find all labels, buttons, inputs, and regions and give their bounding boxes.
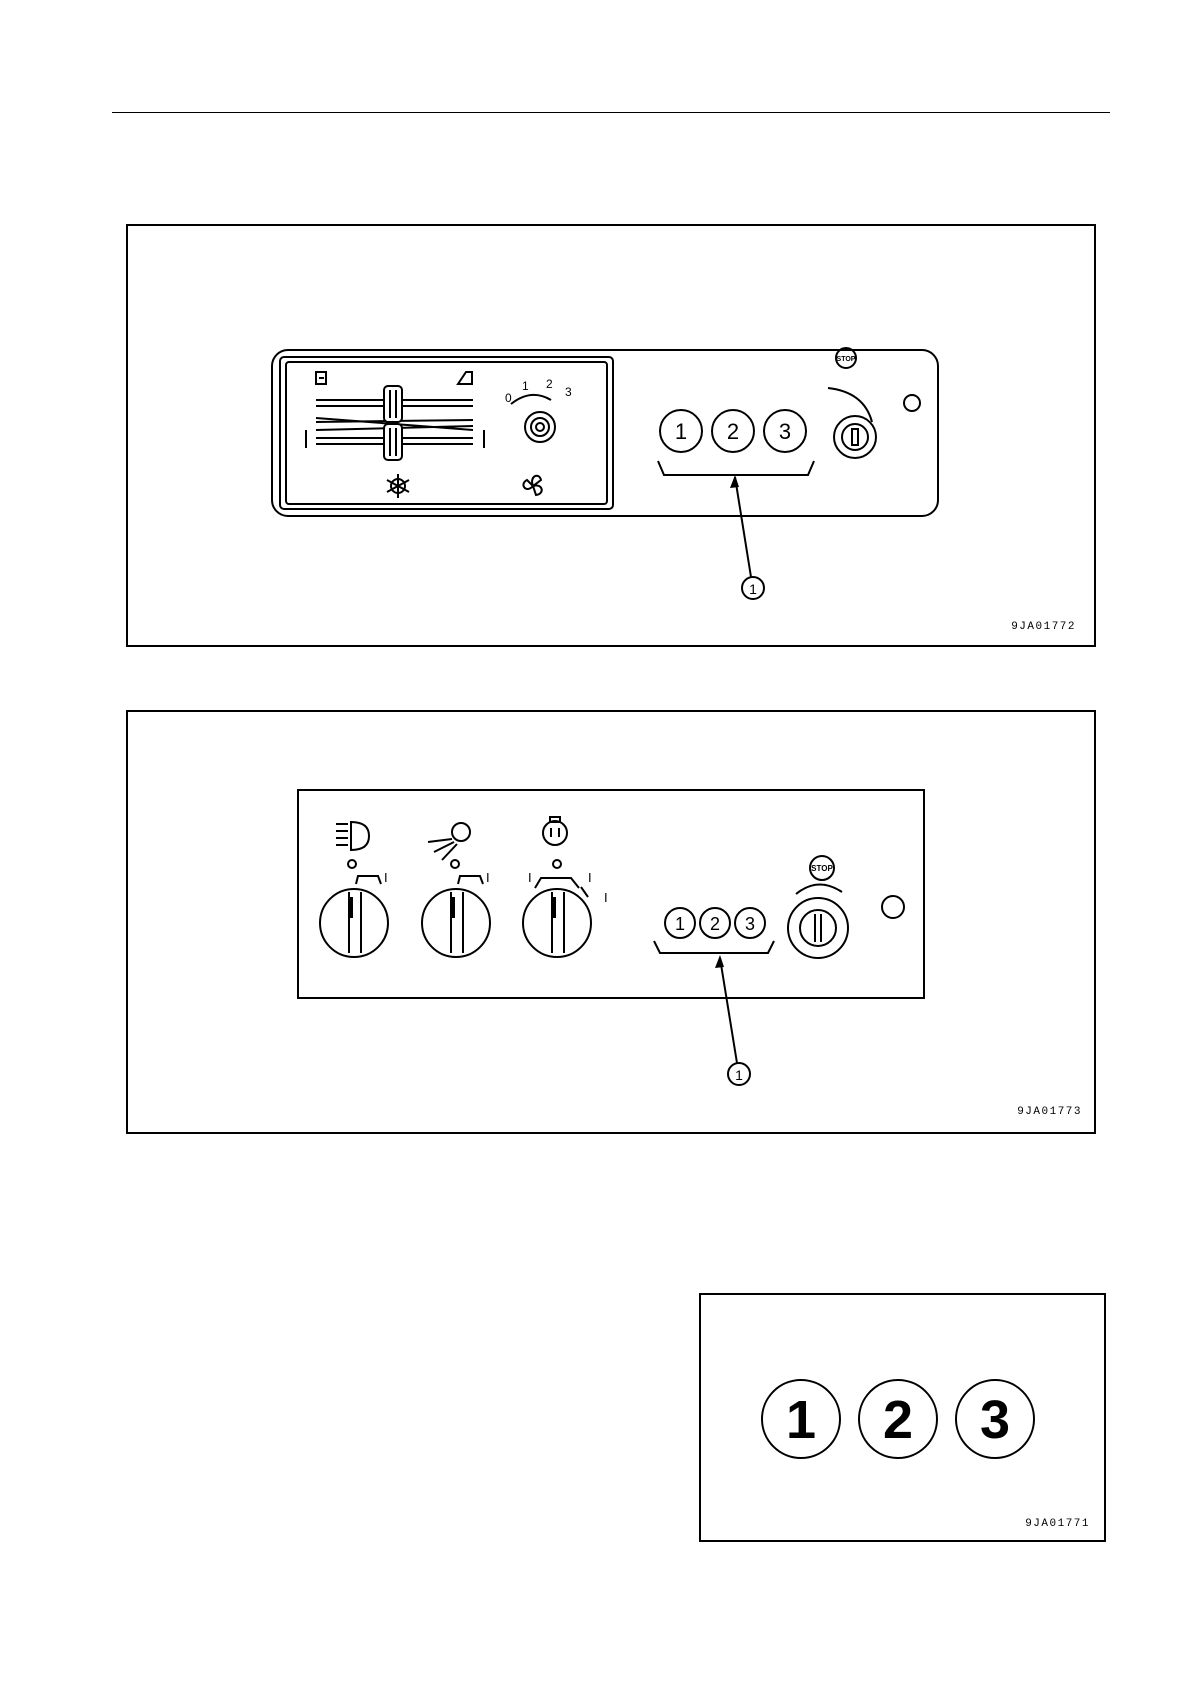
heater-subpanel	[280, 357, 613, 509]
slider-knob-upper	[384, 386, 402, 422]
key-switch	[788, 898, 848, 958]
header-rule	[112, 112, 1110, 113]
button-bracket	[658, 461, 814, 475]
mark-on-3c: I	[604, 890, 608, 905]
panel-outline	[272, 350, 938, 516]
button-3-label: 3	[745, 914, 755, 934]
scale-label-2: 2	[546, 377, 553, 391]
figure-switch-panel: I I I I I 1 2 3 STOP 1 9JA01773	[126, 710, 1096, 1134]
mark-on-3b: I	[588, 870, 592, 885]
scale-label-1: 1	[522, 379, 529, 393]
stop-label: STOP	[837, 356, 856, 363]
key-arc	[796, 884, 842, 894]
panel-outline	[298, 790, 924, 998]
callout-leader	[735, 477, 751, 577]
headlamp-icon	[336, 822, 369, 850]
mark-on-1: I	[384, 870, 388, 885]
legend-button-3-label: 3	[980, 1390, 1010, 1450]
figure-code: 9JA01772	[1011, 621, 1076, 633]
button-3-label: 3	[779, 419, 791, 444]
rotary-switch-worklamp	[422, 889, 490, 957]
switch-panel-drawing: I I I I I 1 2 3 STOP 1	[128, 712, 1098, 1136]
figure-code: 9JA01773	[1017, 1106, 1082, 1118]
figure-code: 9JA01771	[1025, 1518, 1090, 1530]
callout-number: 1	[735, 1067, 743, 1083]
callout-arrowhead	[715, 955, 724, 968]
button-bracket	[654, 941, 774, 953]
work-lamp-icon	[428, 823, 470, 860]
rotary-switch-headlamp	[320, 889, 388, 957]
button-1-label: 1	[675, 914, 685, 934]
button-2-label: 2	[727, 419, 739, 444]
key-switch	[834, 416, 876, 458]
snowflake-icon	[387, 474, 409, 498]
mark-on-2: I	[486, 870, 490, 885]
callout-leader	[720, 958, 737, 1063]
button-legend-drawing: 1 2 3	[701, 1295, 1108, 1544]
cab-icon	[458, 372, 472, 384]
mark-on-3a: I	[528, 870, 532, 885]
heater-panel-drawing: 0 1 2 3 1 2 3 STOP 1	[128, 226, 1098, 649]
fan-speed-dial	[525, 412, 555, 442]
rotary-switch-lamp	[523, 889, 591, 957]
figure-heater-panel: 0 1 2 3 1 2 3 STOP 1 9JA01772	[126, 224, 1096, 647]
stop-label: STOP	[811, 864, 833, 873]
button-2-label: 2	[710, 914, 720, 934]
figure-button-legend: 1 2 3 9JA01771	[699, 1293, 1106, 1542]
scale-label-0: 0	[505, 391, 512, 405]
scale-label-3: 3	[565, 385, 572, 399]
legend-button-1-label: 1	[786, 1390, 816, 1450]
legend-button-2-label: 2	[883, 1390, 913, 1450]
door-icon	[316, 372, 326, 384]
fan-scale-arc	[511, 395, 551, 404]
button-1-label: 1	[675, 419, 687, 444]
slider-knob-lower	[384, 424, 402, 460]
lamp-bulb-icon	[543, 817, 567, 845]
fan-icon	[523, 476, 541, 495]
callout-number: 1	[749, 581, 757, 597]
start-icon	[904, 395, 920, 411]
callout-arrowhead	[730, 475, 739, 488]
start-icon	[882, 896, 904, 918]
